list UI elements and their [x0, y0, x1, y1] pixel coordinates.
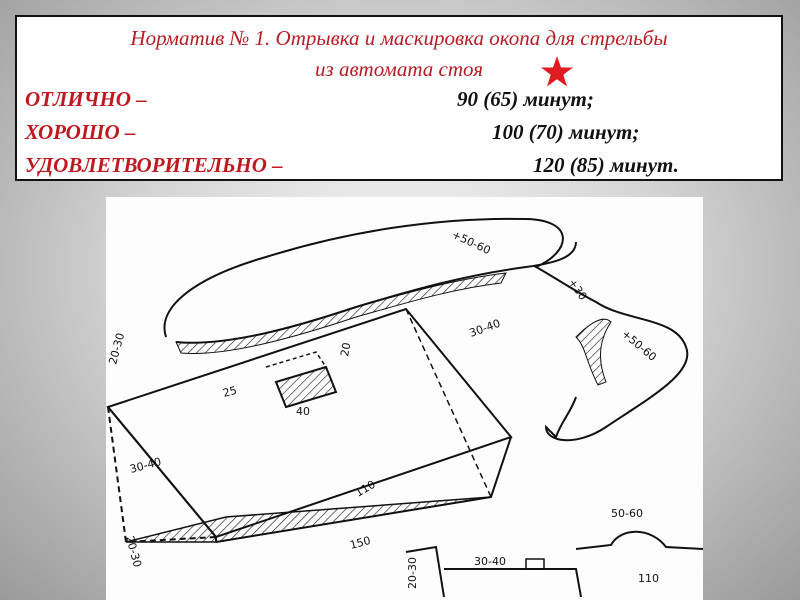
trench-cross-section	[405, 530, 703, 598]
trench-floor	[125, 496, 492, 543]
dim-parapet-right: +50-60	[619, 327, 659, 363]
dim-section-depth: 110	[638, 572, 659, 585]
dim-section-step: 30-40	[474, 555, 506, 568]
dim-niche-depth: 25	[221, 384, 238, 400]
dim-niche-height: 20	[338, 341, 353, 357]
dim-niche-width: 40	[296, 405, 310, 418]
grade-good-time: 100 (70) минут;	[492, 120, 640, 144]
dim-length: 150	[348, 534, 372, 552]
grade-excellent-time: 90 (65) минут;	[457, 87, 594, 111]
dim-section-left: 20-30	[406, 557, 419, 589]
title-line-2: из автомата стоя	[315, 57, 483, 81]
grade-good-label: ХОРОШО –	[25, 120, 136, 144]
dim-top-edge: 30-40	[468, 317, 502, 340]
standard-header-box: Норматив № 1. Отрывка и маскировка окопа…	[15, 15, 783, 181]
grade-excellent-label: ОТЛИЧНО –	[25, 87, 147, 111]
dim-section-parapet: 50-60	[611, 507, 643, 520]
parapet-outline	[163, 217, 689, 442]
ammo-niche	[274, 365, 338, 409]
dim-left-step: 30-40	[128, 455, 162, 476]
dim-parapet-front: +50-60	[450, 228, 493, 257]
parapet-right-hatch	[575, 318, 612, 386]
parapet-inner	[175, 241, 577, 344]
grade-satisfactory-label: УДОВЛЕТВОРИТЕЛЬНО –	[25, 153, 283, 177]
dim-floor-depth: 110	[353, 478, 378, 500]
trench-drawing: +50-60 +30 +50-60 30-40 20 25 40 20-30 3…	[106, 197, 703, 600]
parapet-hatched-band	[175, 272, 507, 354]
grade-satisfactory-time: 120 (85) минут.	[533, 153, 679, 177]
trench-front-wall	[107, 406, 217, 544]
title-line-1: Норматив № 1. Отрывка и маскировка окопа…	[130, 26, 668, 50]
trench-diagram: +50-60 +30 +50-60 30-40 20 25 40 20-30 3…	[106, 217, 703, 598]
red-star-icon	[541, 56, 573, 87]
dim-parapet-side: +30	[566, 276, 590, 302]
dim-left-top: 20-30	[106, 332, 127, 366]
